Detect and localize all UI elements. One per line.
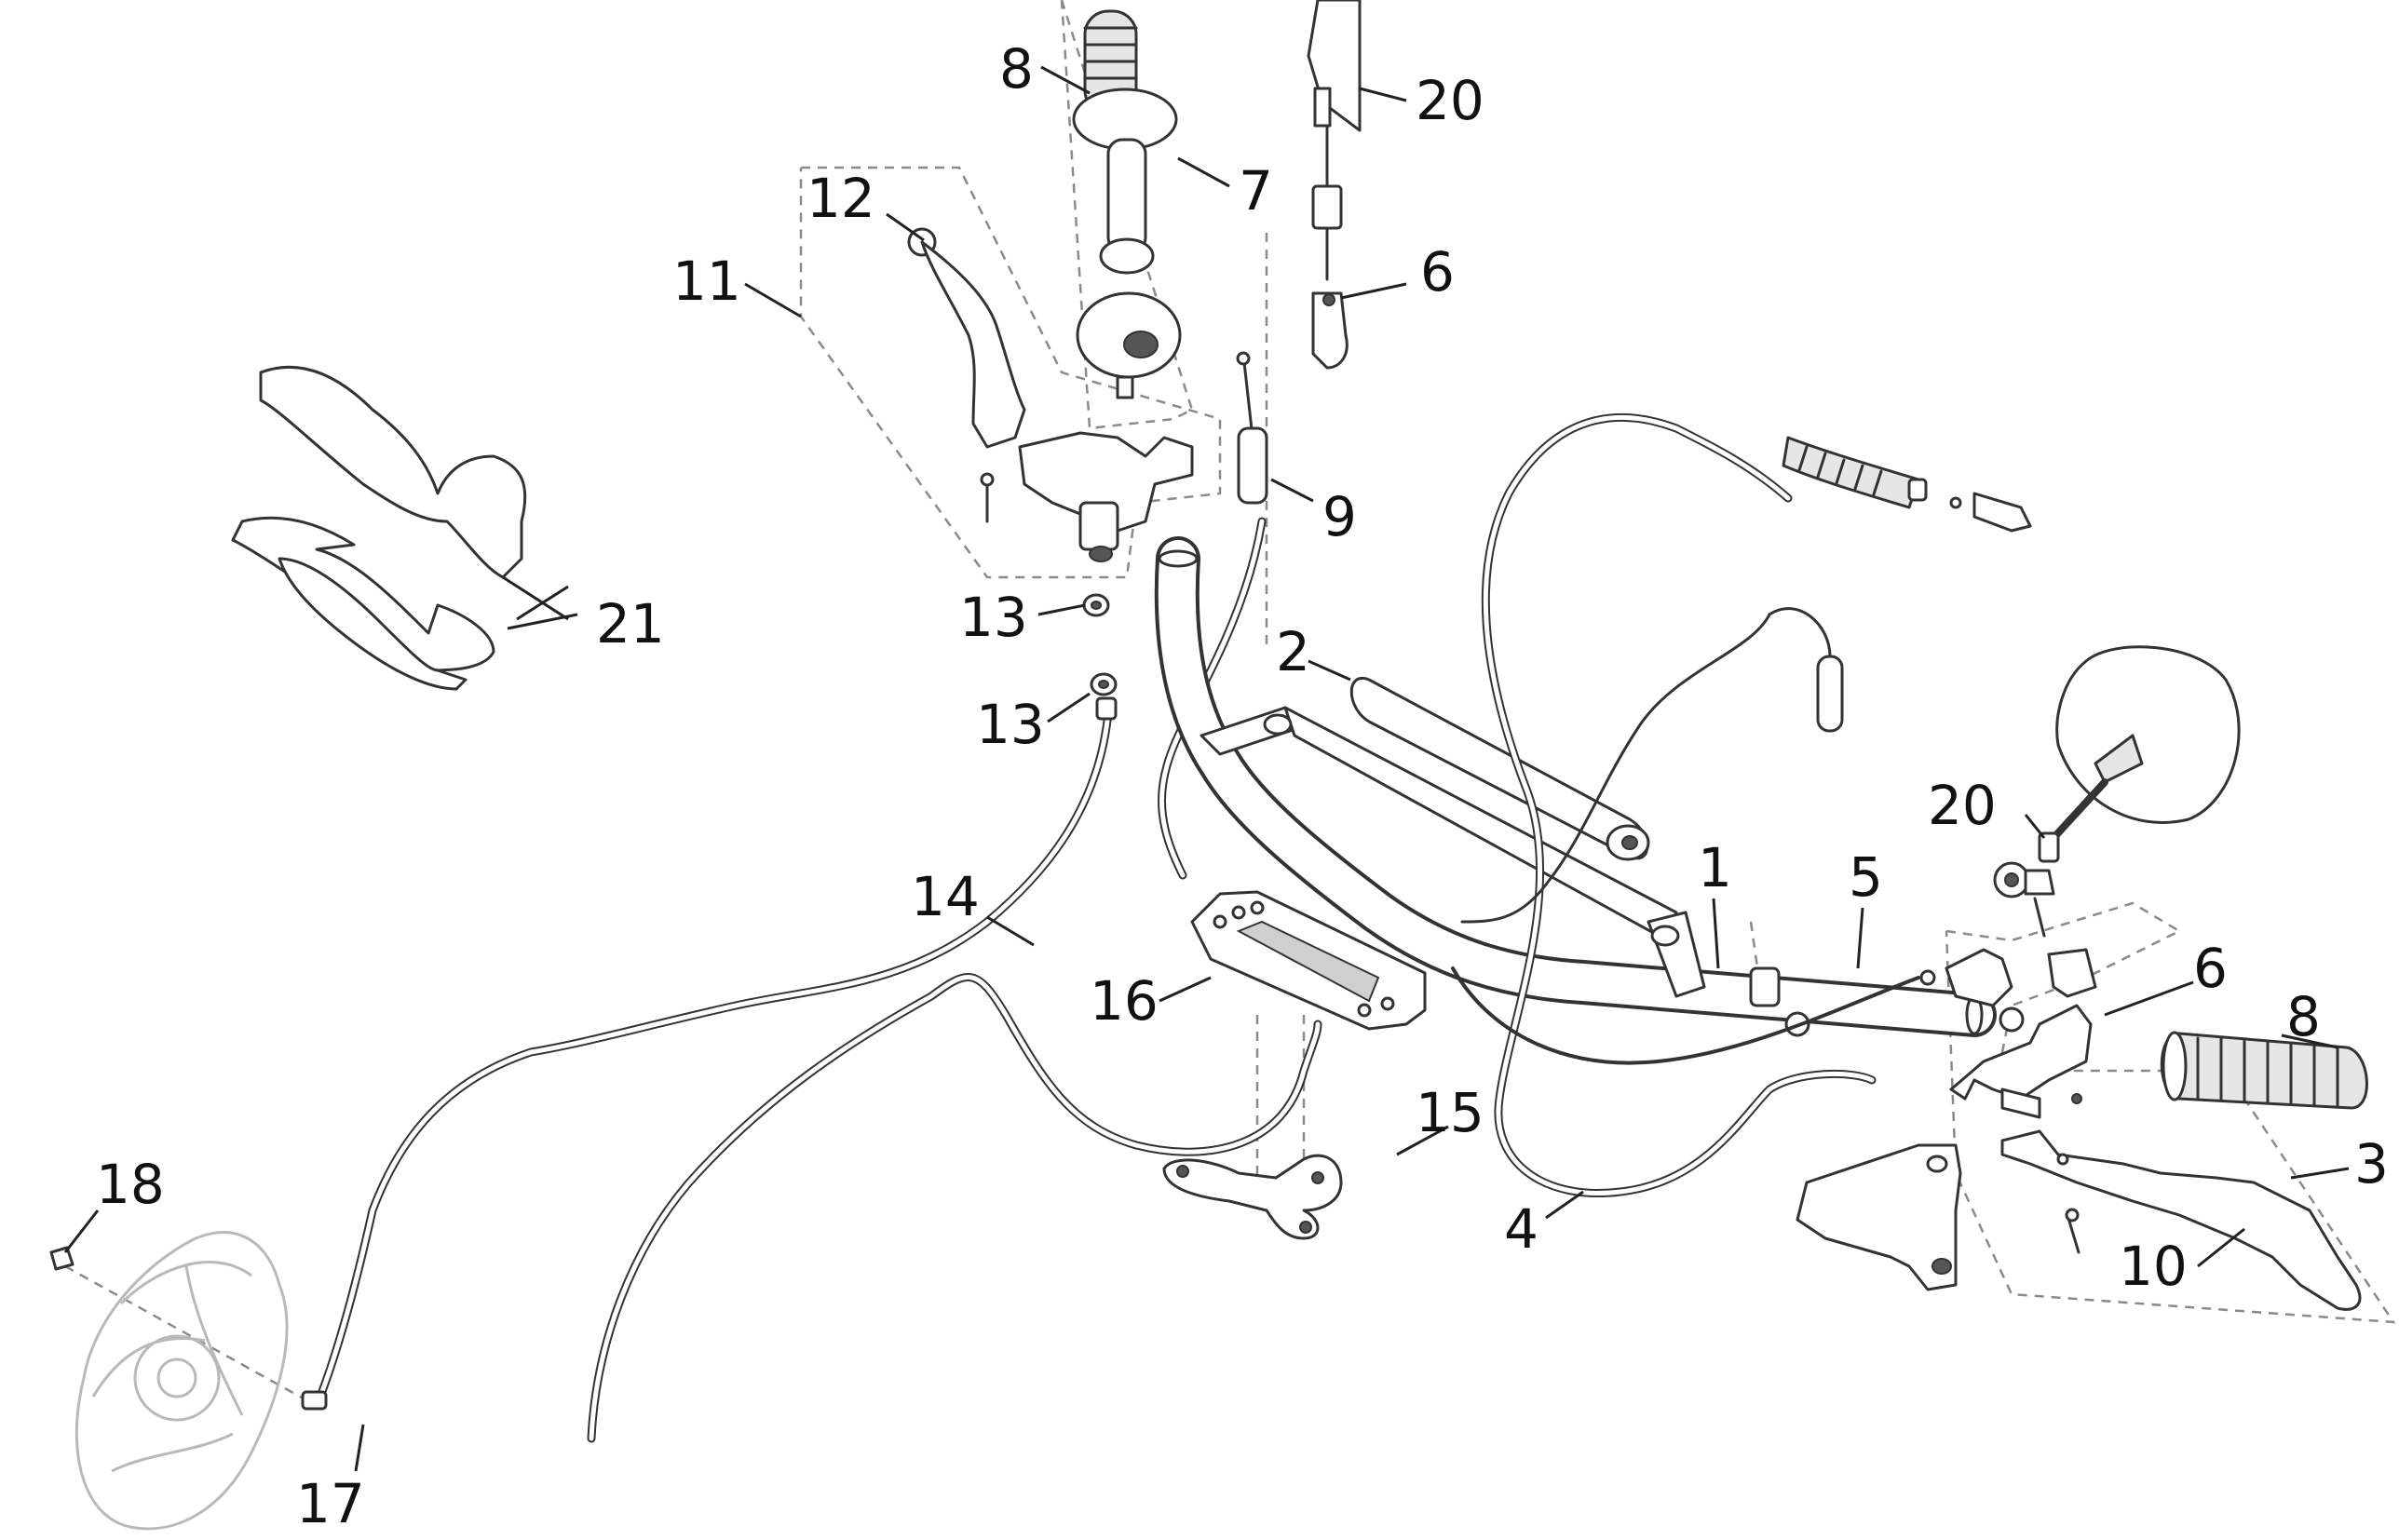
throttle-grip-part [1072,9,1178,151]
callout-18: 18 [96,1153,165,1216]
callout-9: 9 [1322,485,1357,548]
leader-lines [63,65,2350,1472]
callout-8-top: 8 [999,37,1034,101]
lever-cover-part [1796,1143,1962,1291]
callout-15: 15 [1416,1081,1484,1144]
callout-2: 2 [1276,620,1310,683]
callout-20-right: 20 [1928,774,1997,837]
brake-lever-assembly-part [1945,948,2362,1311]
callout-13-upper: 13 [959,586,1028,649]
left-mirror-part [1307,0,1362,132]
clutch-lever-assembly-part [907,227,1194,562]
callout-1: 1 [1698,836,1732,899]
callout-4: 4 [1504,1197,1538,1261]
display-unit-part [1190,890,1427,1031]
clutch-cable-part [1481,412,2032,1197]
right-mirror-part [2038,645,2241,863]
callout-16: 16 [1090,969,1159,1033]
mirror-clamp-part [1993,861,2097,998]
callout-5: 5 [1849,845,1883,909]
callout-6-top: 6 [1420,240,1455,304]
callout-20-top: 20 [1416,69,1484,132]
throttle-assembly-part [1076,138,1182,399]
mirror-stem-clamp-part [1311,124,1349,370]
right-grip-part [2160,1031,2368,1110]
hand-guard-part [231,365,527,691]
display-bracket-part [1162,1154,1343,1240]
switch-wire-part [1451,607,1936,1065]
callout-7: 7 [1239,159,1273,223]
bar-pad-part [1349,676,1650,861]
callout-21: 21 [596,592,665,655]
callout-11: 11 [672,250,741,313]
callout-12: 12 [806,167,875,230]
callout-17: 17 [296,1472,365,1535]
callout-labels: 1 2 3 4 5 6 6 7 8 8 9 10 11 12 13 13 14 … [96,37,2389,1535]
callout-8-right: 8 [2286,985,2321,1048]
washer-part-lower [1090,672,1118,696]
brake-disc-part [75,1231,289,1531]
callout-6-right: 6 [2193,937,2228,1000]
callout-3: 3 [2354,1132,2389,1196]
callout-13-lower: 13 [976,693,1045,756]
callout-10: 10 [2119,1235,2188,1298]
speedo-cable-part [312,696,1322,1443]
speed-sensor-part [49,1246,328,1411]
washer-part-upper [1082,593,1110,617]
callout-14: 14 [911,865,980,928]
